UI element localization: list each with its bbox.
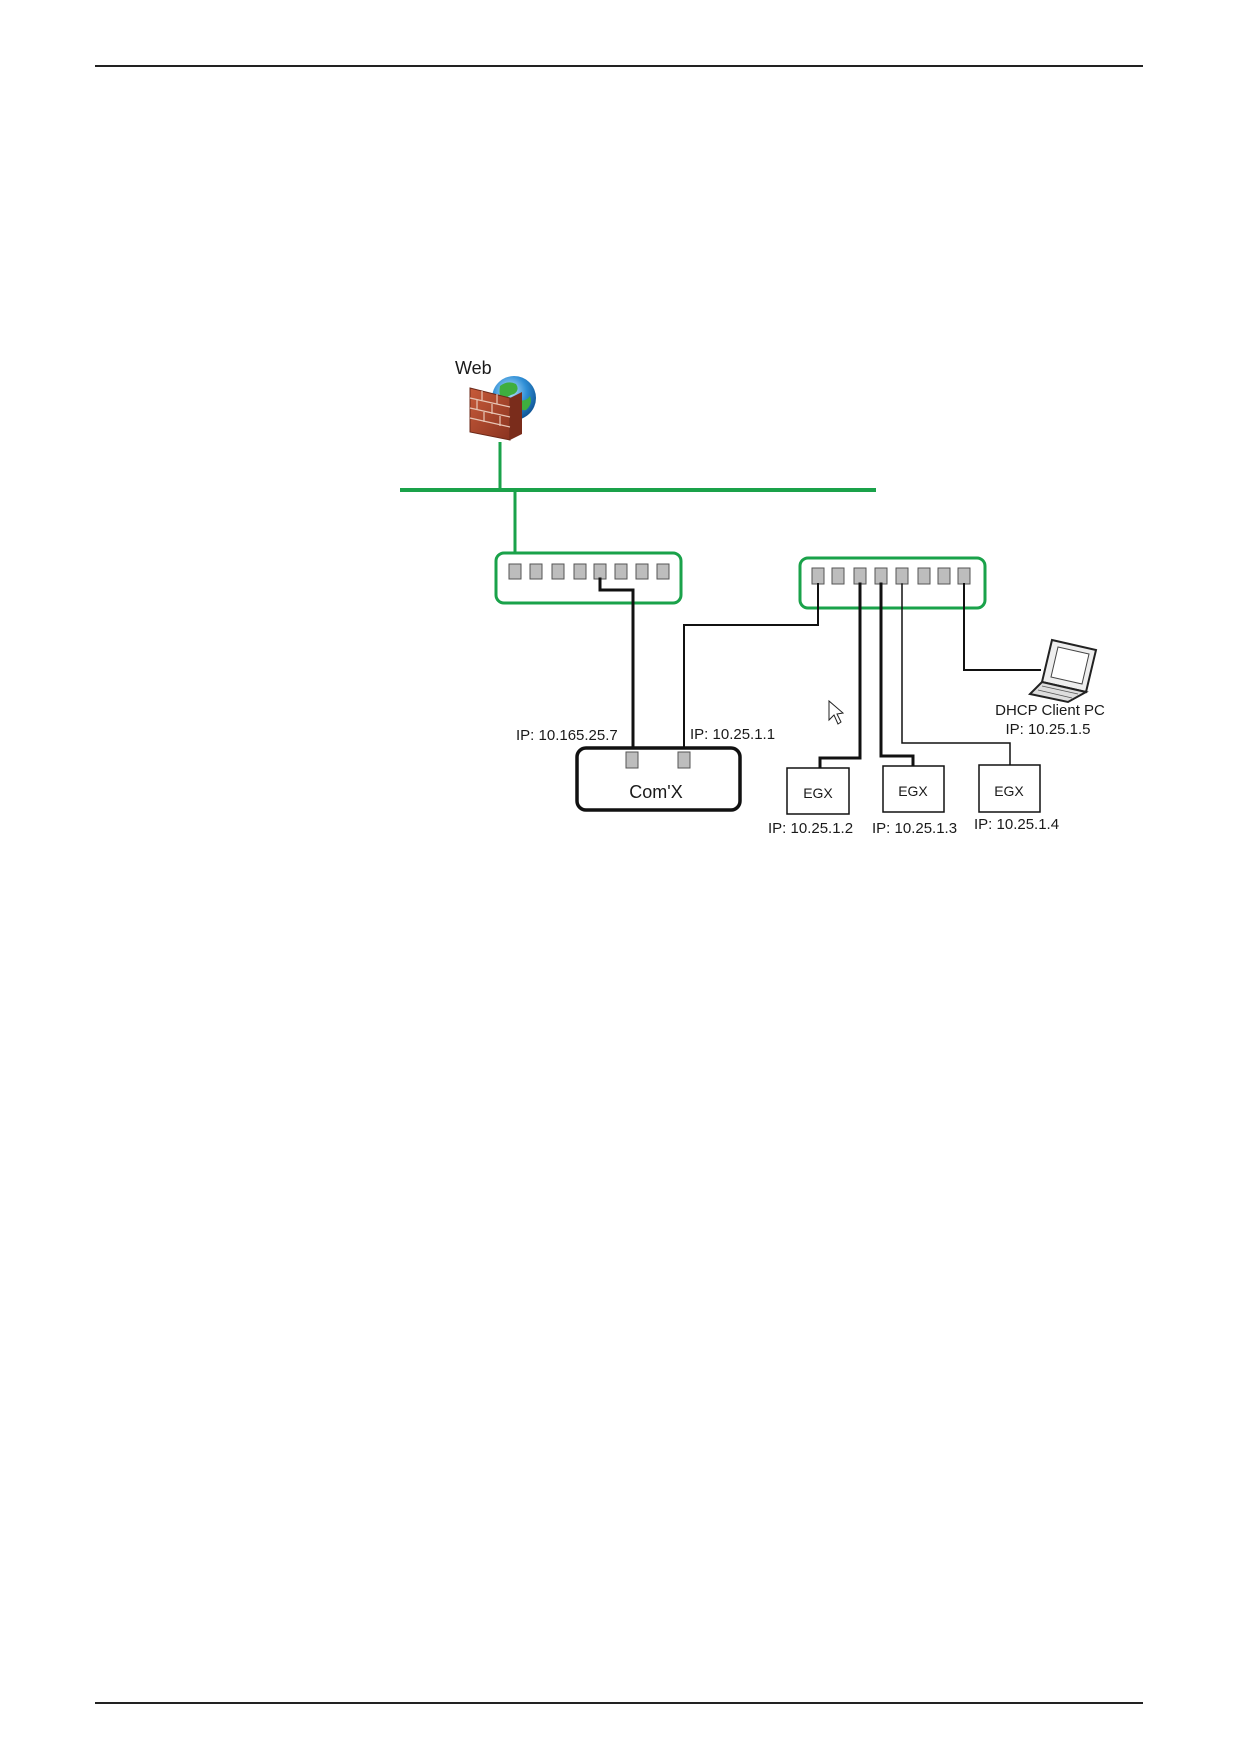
egx-ip: IP: 10.25.1.4 bbox=[974, 816, 1059, 833]
egx-ip: IP: 10.25.1.2 bbox=[768, 820, 853, 837]
comx-label: Com'X bbox=[629, 782, 682, 802]
web-label: Web bbox=[455, 358, 492, 378]
cursor-icon bbox=[828, 699, 845, 725]
comx-device: Com'X bbox=[575, 746, 742, 812]
comx-port-wan bbox=[625, 751, 639, 769]
cables bbox=[598, 577, 1041, 770]
egx-device: EGX bbox=[786, 767, 850, 815]
footer-rule bbox=[95, 1702, 1143, 1704]
cable-egx3 bbox=[901, 583, 1011, 766]
comx-port-lan bbox=[677, 751, 691, 769]
egx-label: EGX bbox=[803, 785, 833, 801]
left-switch bbox=[494, 551, 683, 605]
comx-ip-wan: IP: 10.165.25.7 bbox=[516, 727, 618, 744]
egx-device: EGX bbox=[978, 764, 1041, 813]
cable-lan bbox=[683, 583, 819, 764]
switch-port bbox=[508, 563, 670, 580]
laptop-icon bbox=[1027, 638, 1098, 704]
comx-ip-lan: IP: 10.25.1.1 bbox=[690, 726, 775, 743]
right-switch bbox=[798, 556, 987, 610]
dhcp-client-label: DHCP Client PC bbox=[995, 702, 1105, 719]
cable-wan bbox=[598, 577, 635, 765]
header-rule bbox=[95, 65, 1143, 67]
cable-egx2 bbox=[879, 582, 915, 768]
firewall-icon bbox=[469, 387, 522, 441]
egx-label: EGX bbox=[994, 783, 1024, 799]
cable-dhcp bbox=[963, 583, 1041, 671]
dhcp-client-ip: IP: 10.25.1.5 bbox=[1005, 721, 1090, 738]
cable-egx1 bbox=[818, 582, 862, 770]
egx-ip: IP: 10.25.1.3 bbox=[872, 820, 957, 837]
egx-label: EGX bbox=[898, 783, 928, 799]
egx-device: EGX bbox=[882, 765, 945, 813]
